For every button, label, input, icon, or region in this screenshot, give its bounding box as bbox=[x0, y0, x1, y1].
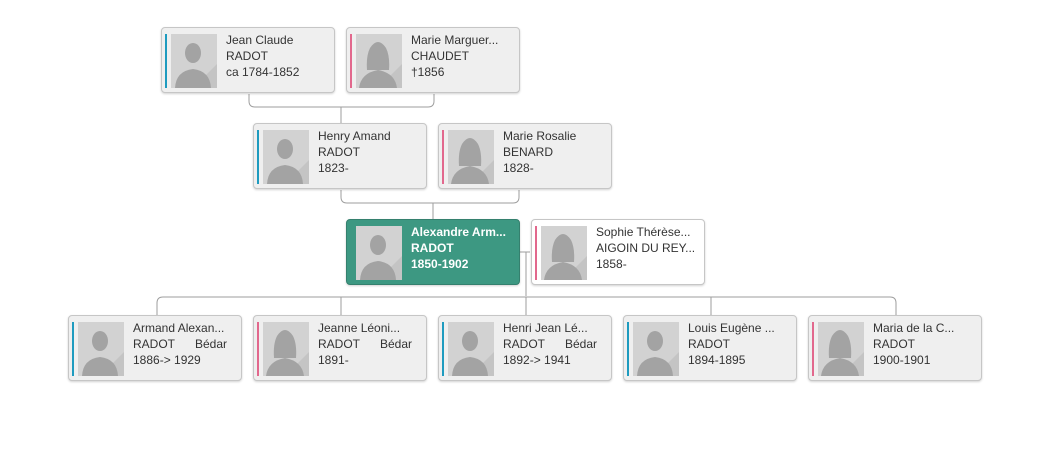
male-avatar-icon bbox=[171, 34, 217, 88]
given-name: Jean Claude bbox=[226, 33, 294, 47]
surname: RADOT bbox=[318, 145, 360, 159]
surname: CHAUDET bbox=[411, 49, 470, 63]
place-label: Bédar bbox=[564, 337, 597, 351]
person-card-marie-rosalie[interactable]: Marie Rosalie BENARD 1828- bbox=[438, 123, 612, 189]
person-card-child-armand[interactable]: Armand Alexan... RADOT 1886-> 1929 Bédar bbox=[68, 315, 242, 381]
place-label: Bédar bbox=[379, 337, 412, 351]
person-card-spouse-sophie[interactable]: Sophie Thérèse... AIGOIN DU REY... 1858- bbox=[531, 219, 705, 285]
surname: RADOT bbox=[226, 49, 268, 63]
life-dates: 1823- bbox=[318, 161, 349, 175]
given-name: Maria de la C... bbox=[873, 321, 955, 335]
female-avatar-icon bbox=[448, 130, 494, 184]
given-name: Sophie Thérèse... bbox=[596, 225, 691, 239]
gender-bar-male bbox=[627, 322, 629, 376]
gender-bar-female bbox=[257, 322, 259, 376]
gender-bar-female bbox=[442, 130, 444, 184]
person-card-child-maria[interactable]: Maria de la C... RADOT 1900-1901 bbox=[808, 315, 982, 381]
female-avatar-icon bbox=[818, 322, 864, 376]
given-name: Jeanne Léoni... bbox=[318, 321, 401, 335]
male-avatar-icon bbox=[448, 322, 494, 376]
female-avatar-icon bbox=[263, 322, 309, 376]
surname: RADOT bbox=[503, 337, 545, 351]
person-card-child-louis[interactable]: Louis Eugène ... RADOT 1894-1895 bbox=[623, 315, 797, 381]
male-avatar-icon bbox=[633, 322, 679, 376]
life-dates: 1858- bbox=[596, 257, 627, 271]
given-name: Henri Jean Lé... bbox=[503, 321, 588, 335]
person-card-root-alexandre[interactable]: Alexandre Arm... RADOT 1850-1902 bbox=[346, 219, 520, 285]
life-dates: 1828- bbox=[503, 161, 534, 175]
female-avatar-icon bbox=[541, 226, 587, 280]
gender-bar-male bbox=[442, 322, 444, 376]
life-dates: 1886-> 1929 bbox=[133, 353, 201, 367]
life-dates: 1894-1895 bbox=[688, 353, 746, 367]
life-dates: ca 1784-1852 bbox=[226, 65, 300, 79]
given-name: Marie Marguer... bbox=[411, 33, 499, 47]
surname: AIGOIN DU REY... bbox=[596, 241, 696, 255]
surname: BENARD bbox=[503, 145, 554, 159]
female-avatar-icon bbox=[356, 34, 402, 88]
life-dates: †1856 bbox=[411, 65, 445, 79]
grandparents-connector bbox=[248, 94, 435, 108]
life-dates: 1900-1901 bbox=[873, 353, 931, 367]
surname: RADOT bbox=[873, 337, 915, 351]
person-card-marie-marguerite[interactable]: Marie Marguer... CHAUDET †1856 bbox=[346, 27, 520, 93]
male-avatar-icon bbox=[78, 322, 124, 376]
male-avatar-icon bbox=[356, 226, 402, 280]
children-bus-connector bbox=[156, 296, 897, 315]
gender-bar-female bbox=[350, 34, 352, 88]
person-card-child-jeanne[interactable]: Jeanne Léoni... RADOT 1891- Bédar bbox=[253, 315, 427, 381]
person-card-jean-claude[interactable]: Jean Claude RADOT ca 1784-1852 bbox=[161, 27, 335, 93]
surname: RADOT bbox=[411, 241, 454, 255]
given-name: Armand Alexan... bbox=[133, 321, 225, 335]
life-dates: 1891- bbox=[318, 353, 349, 367]
given-name: Louis Eugène ... bbox=[688, 321, 775, 335]
male-avatar-icon bbox=[263, 130, 309, 184]
surname: RADOT bbox=[318, 337, 360, 351]
surname: RADOT bbox=[688, 337, 730, 351]
life-dates: 1892-> 1941 bbox=[503, 353, 571, 367]
given-name: Marie Rosalie bbox=[503, 129, 577, 143]
person-card-child-henri[interactable]: Henri Jean Lé... RADOT 1892-> 1941 Bédar bbox=[438, 315, 612, 381]
person-card-henry-amand[interactable]: Henry Amand RADOT 1823- bbox=[253, 123, 427, 189]
given-name: Alexandre Arm... bbox=[411, 225, 506, 239]
life-dates: 1850-1902 bbox=[411, 257, 469, 271]
parents-connector bbox=[340, 190, 520, 204]
gender-bar-male bbox=[165, 34, 167, 88]
gender-bar-female bbox=[812, 322, 814, 376]
surname: RADOT bbox=[133, 337, 175, 351]
given-name: Henry Amand bbox=[318, 129, 391, 143]
place-label: Bédar bbox=[194, 337, 227, 351]
gender-bar-male bbox=[72, 322, 74, 376]
gender-bar-female bbox=[535, 226, 537, 280]
gender-bar-male bbox=[257, 130, 259, 184]
